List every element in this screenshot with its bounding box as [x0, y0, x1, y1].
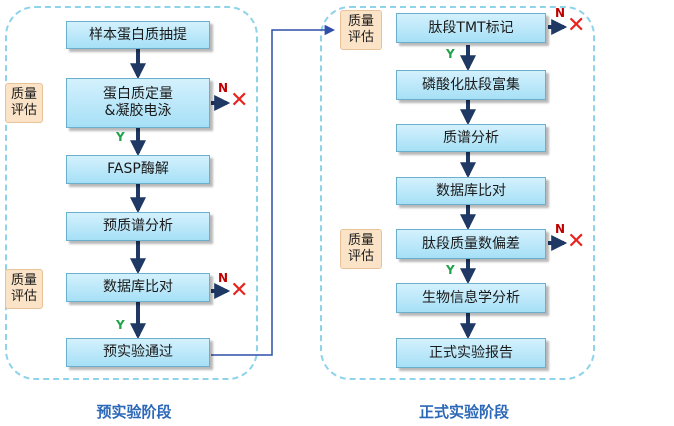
step-pre-ms-analysis: 预质谱分析	[66, 212, 210, 241]
qa-line2: 评估	[10, 289, 37, 304]
qa-line1: 质量	[347, 233, 374, 248]
formal-experiment-panel	[320, 6, 595, 380]
fail-cross-icon: ✕	[230, 88, 249, 113]
fail-cross-icon: ✕	[567, 229, 586, 254]
no-label-4: N	[555, 222, 566, 236]
step-peptide-mass-deviation: 肽段质量数偏差	[396, 229, 546, 259]
step-protein-quant-electrophoresis: 蛋白质定量 &凝胶电泳	[66, 78, 210, 128]
pre-experiment-caption: 预实验阶段	[96, 403, 172, 421]
yes-label-3: Y	[446, 47, 455, 61]
quality-assessment-tag-3: 质量 评估	[340, 10, 382, 50]
no-label-3: N	[555, 6, 566, 20]
step-protein-extraction: 样本蛋白质抽提	[66, 21, 210, 49]
qa-line1: 质量	[10, 273, 37, 288]
step-fasp-digestion: FASP酶解	[66, 155, 210, 184]
yes-label-2: Y	[116, 318, 125, 332]
yes-label-1: Y	[116, 130, 125, 144]
quality-assessment-tag-4: 质量 评估	[340, 229, 382, 269]
step-formal-report: 正式实验报告	[396, 338, 546, 368]
step-database-search: 数据库比对	[396, 177, 546, 205]
stage-connector-arrow	[211, 24, 336, 356]
qa-line1: 质量	[347, 14, 374, 29]
step-pre-experiment-passed: 预实验通过	[66, 338, 210, 367]
step-database-search-pre: 数据库比对	[66, 273, 210, 302]
fail-cross-icon: ✕	[230, 278, 249, 303]
qa-line2: 评估	[347, 30, 374, 45]
quality-assessment-tag-2: 质量 评估	[5, 269, 43, 309]
formal-experiment-caption: 正式实验阶段	[418, 403, 509, 421]
step-phosphopeptide-enrichment: 磷酸化肽段富集	[396, 70, 546, 100]
step-ms-analysis: 质谱分析	[396, 124, 546, 152]
no-label-1: N	[218, 81, 229, 95]
yes-label-4: Y	[446, 263, 455, 277]
step-tmt-labeling: 肽段TMT标记	[396, 13, 546, 43]
quality-assessment-tag-1: 质量 评估	[5, 83, 43, 123]
fail-cross-icon: ✕	[567, 13, 586, 38]
qa-line1: 质量	[10, 87, 37, 102]
qa-line2: 评估	[347, 249, 374, 264]
step-bioinformatics-analysis: 生物信息学分析	[396, 283, 546, 313]
pre-experiment-panel	[5, 6, 258, 380]
qa-line2: 评估	[10, 103, 37, 118]
no-label-2: N	[218, 271, 229, 285]
